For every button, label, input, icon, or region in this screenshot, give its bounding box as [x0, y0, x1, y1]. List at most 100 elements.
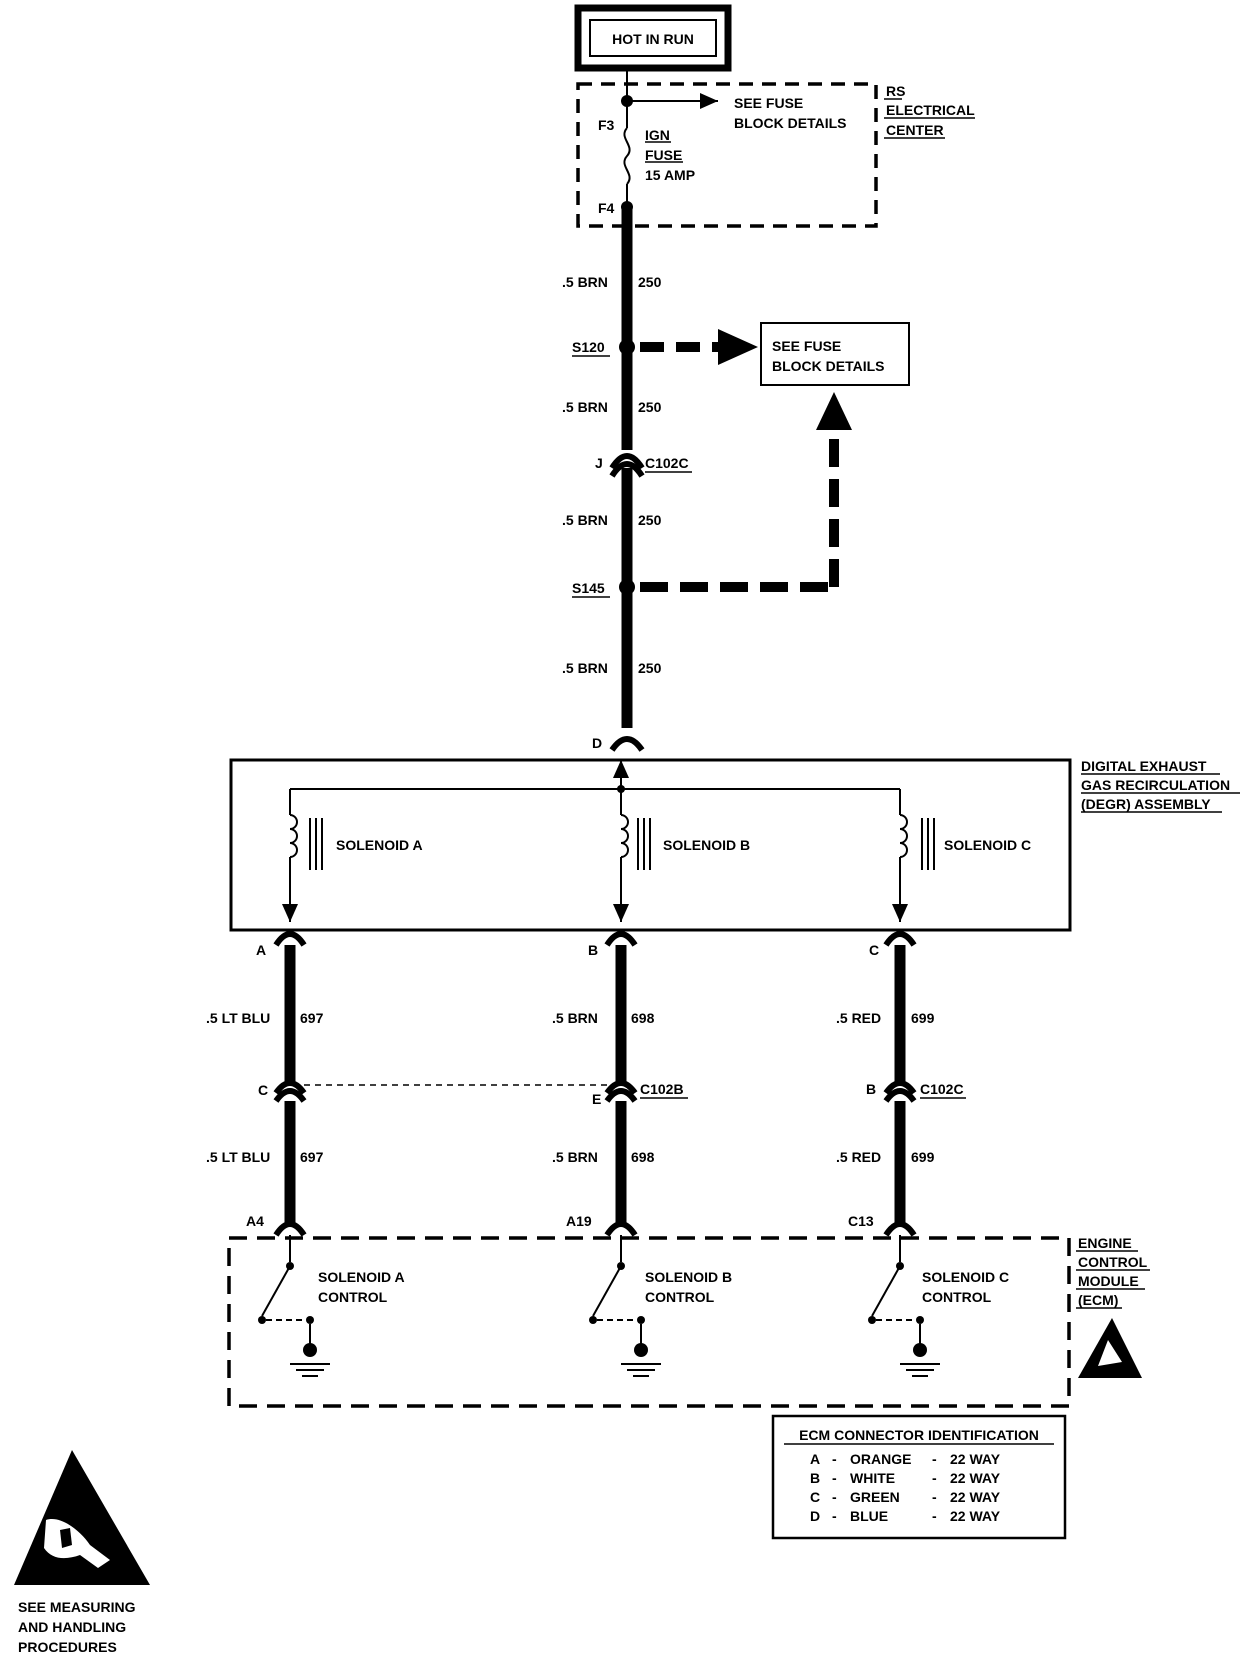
splice-s145 [619, 579, 635, 595]
table-row-color: GREEN [850, 1489, 900, 1505]
branch-a-mid-pin: C [258, 1082, 268, 1098]
branch-c-wire-lower: .5 RED [836, 1149, 881, 1165]
branch-c-ecm-pin: C13 [848, 1213, 874, 1229]
degr-label-3: (DEGR) ASSEMBLY [1081, 796, 1211, 812]
ecm-module: ENGINE CONTROL MODULE (ECM) SOLENOID A C… [227, 1235, 1150, 1408]
solenoid-c-label: SOLENOID C [944, 837, 1031, 853]
svg-text:-: - [832, 1451, 837, 1467]
rs-label: RS [886, 83, 905, 99]
branch-b: B .5 BRN 698 E C102B .5 BRN 698 A19 [552, 931, 688, 1237]
branch-c-degr-pin: C [869, 942, 879, 958]
branch-c: C .5 RED 699 B C102C .5 RED 699 C13 [836, 931, 966, 1237]
table-row-ways: 22 WAY [950, 1451, 1001, 1467]
degr-assembly: DIGITAL EXHAUST GAS RECIRCULATION (DEGR)… [229, 758, 1240, 932]
circuit-label: 250 [638, 512, 662, 528]
wire-size-label: .5 BRN [562, 399, 608, 415]
wire-size-label: .5 BRN [562, 512, 608, 528]
branch-b-mid-pin: E [592, 1091, 601, 1107]
branch-a-circuit: 697 [300, 1010, 324, 1026]
table-row-pin: B [810, 1470, 820, 1486]
splice-s120 [619, 339, 635, 355]
branch-c-connector: C102C [920, 1081, 964, 1097]
branch-a-circuit-lower: 697 [300, 1149, 324, 1165]
esd-note-line-3: PROCEDURES [18, 1639, 117, 1655]
esd-warning-icon-small [1078, 1318, 1142, 1378]
splice-s120-label: S120 [572, 339, 605, 355]
circuit-label: 250 [638, 274, 662, 290]
connector-c102b: C102B [640, 1081, 684, 1097]
table-row-ways: 22 WAY [950, 1489, 1001, 1505]
fuse-block-reference: SEE FUSE BLOCK DETAILS [640, 322, 910, 592]
connector-c102c: C102C [645, 455, 689, 471]
switch-c-label-1: SOLENOID C [922, 1269, 1009, 1285]
esd-note-line-2: AND HANDLING [18, 1619, 126, 1635]
table-row-ways: 22 WAY [950, 1508, 1001, 1524]
branch-c-circuit: 699 [911, 1010, 935, 1026]
fuse-symbol [623, 127, 631, 185]
table-row-pin: D [810, 1508, 820, 1524]
pin-j: J [595, 455, 603, 471]
rs-electrical-center: RS ELECTRICAL CENTER SEE FUSE BLOCK DETA… [576, 68, 975, 228]
fuse-label: FUSE [645, 147, 682, 163]
electrical-label: ELECTRICAL [886, 102, 975, 118]
splice-s145-label: S145 [572, 580, 605, 596]
switch-b-label-2: CONTROL [645, 1289, 715, 1305]
block-details-label: BLOCK DETAILS [734, 115, 847, 131]
switch-a-label-2: CONTROL [318, 1289, 388, 1305]
branch-b-circuit-lower: 698 [631, 1149, 655, 1165]
degr-label-2: GAS RECIRCULATION [1081, 777, 1230, 793]
branch-a: A .5 LT BLU 697 C .5 LT BLU 697 A4 [206, 931, 324, 1237]
branch-a-degr-pin: A [256, 942, 266, 958]
table-row-color: WHITE [850, 1470, 895, 1486]
branch-b-wire: .5 BRN [552, 1010, 598, 1026]
wire-size-label: .5 BRN [562, 660, 608, 676]
ecm-label-1: ENGINE [1078, 1235, 1132, 1251]
svg-text:-: - [832, 1508, 837, 1524]
ecm-label-4: (ECM) [1078, 1292, 1118, 1308]
svg-text:-: - [932, 1508, 937, 1524]
solenoid-a-label: SOLENOID A [336, 837, 423, 853]
fuse-box-line-1: SEE FUSE [772, 338, 841, 354]
esd-note-line-1: SEE MEASURING [18, 1599, 136, 1615]
svg-text:-: - [932, 1451, 937, 1467]
svg-text:-: - [832, 1470, 837, 1486]
switch-c-label-2: CONTROL [922, 1289, 992, 1305]
table-row-ways: 22 WAY [950, 1470, 1001, 1486]
svg-text:-: - [932, 1470, 937, 1486]
table-title: ECM CONNECTOR IDENTIFICATION [799, 1427, 1039, 1443]
solenoid-c-coil [899, 814, 908, 858]
solenoid-a-coil [289, 814, 298, 858]
branch-b-degr-pin: B [588, 942, 598, 958]
hot-in-run-label: HOT IN RUN [612, 31, 694, 47]
wire-size-label: .5 BRN [562, 274, 608, 290]
branch-b-wire-lower: .5 BRN [552, 1149, 598, 1165]
connector-j [609, 453, 645, 470]
switch-b-label-1: SOLENOID B [645, 1269, 732, 1285]
circuit-label: 250 [638, 399, 662, 415]
main-feed-wire: .5 BRN 250 S120 .5 BRN 250 J C102C .5 BR… [562, 207, 692, 752]
table-row-color: ORANGE [850, 1451, 911, 1467]
solenoid-b-coil [620, 814, 629, 858]
pin-f4: F4 [598, 200, 615, 216]
degr-label-1: DIGITAL EXHAUST [1081, 758, 1207, 774]
circuit-label: 250 [638, 660, 662, 676]
fuse-rating: 15 AMP [645, 167, 695, 183]
see-fuse-label: SEE FUSE [734, 95, 803, 111]
switch-a-label-1: SOLENOID A [318, 1269, 405, 1285]
center-label: CENTER [886, 122, 944, 138]
ecm-label-2: CONTROL [1078, 1254, 1148, 1270]
branch-c-circuit-lower: 699 [911, 1149, 935, 1165]
branch-b-ecm-pin: A19 [566, 1213, 592, 1229]
fuse-block-box [760, 322, 910, 386]
solenoid-b-label: SOLENOID B [663, 837, 750, 853]
svg-text:-: - [832, 1489, 837, 1505]
branch-a-ecm-pin: A4 [246, 1213, 264, 1229]
degr-pin-d-connector [609, 736, 645, 752]
svg-text:-: - [932, 1489, 937, 1505]
esd-warning-icon: SEE MEASURING AND HANDLING PROCEDURES [14, 1450, 150, 1655]
branch-a-wire: .5 LT BLU [206, 1010, 270, 1026]
pin-f3: F3 [598, 117, 615, 133]
branch-c-wire: .5 RED [836, 1010, 881, 1026]
pin-d: D [592, 735, 602, 751]
